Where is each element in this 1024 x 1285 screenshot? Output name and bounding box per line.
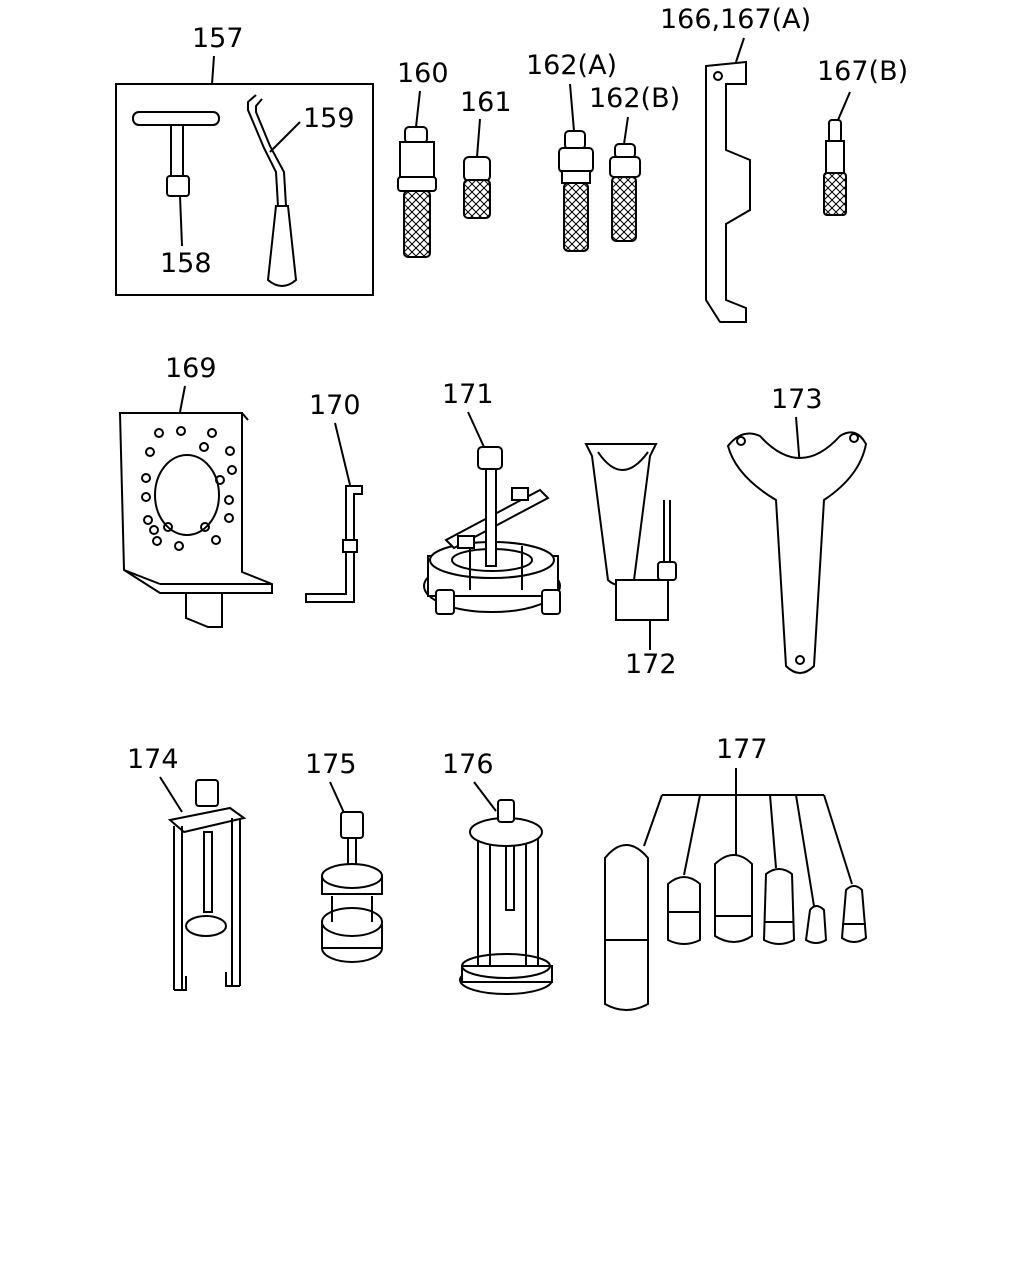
label-167b: 167(B) (817, 56, 908, 87)
spanner-wrench-173: 173 (726, 384, 868, 674)
puller-174: 174 (127, 744, 247, 991)
hook-tool-159 (247, 94, 298, 287)
label-174: 174 (127, 744, 179, 775)
t-handle-wrench-158 (132, 111, 220, 197)
installer-162b: 162(B) (589, 83, 680, 242)
gauge-plate-166: 166,167(A) (660, 4, 811, 323)
label-157: 157 (192, 23, 244, 54)
label-158: 158 (160, 248, 212, 279)
label-177: 177 (716, 734, 768, 765)
puller-176: 176 (442, 749, 553, 995)
installer-175: 175 (305, 749, 383, 963)
label-166: 166,167(A) (660, 4, 811, 35)
tool-kit-157: 157 158 159 (115, 23, 374, 296)
installer-160: 160 (397, 58, 449, 258)
bent-rod-170: 170 (305, 390, 363, 603)
label-176: 176 (442, 749, 494, 780)
label-162b: 162(B) (589, 83, 680, 114)
label-161: 161 (460, 87, 512, 118)
label-160: 160 (397, 58, 449, 89)
label-173: 173 (771, 384, 823, 415)
fixture-bracket-169: 169 (118, 353, 273, 628)
label-175: 175 (305, 749, 357, 780)
installer-162a: 162(A) (526, 50, 617, 252)
label-159: 159 (303, 103, 355, 134)
label-169: 169 (165, 353, 217, 384)
label-162a: 162(A) (526, 50, 617, 81)
label-172: 172 (625, 649, 677, 680)
puller-171: 171 (423, 379, 561, 615)
cradle-fixture-172: 172 (584, 443, 677, 680)
pin-167b: 167(B) (817, 56, 908, 216)
label-170: 170 (309, 390, 361, 421)
installer-161: 161 (460, 87, 512, 219)
label-171: 171 (442, 379, 494, 410)
installer-set-177: 177 (604, 734, 868, 1011)
